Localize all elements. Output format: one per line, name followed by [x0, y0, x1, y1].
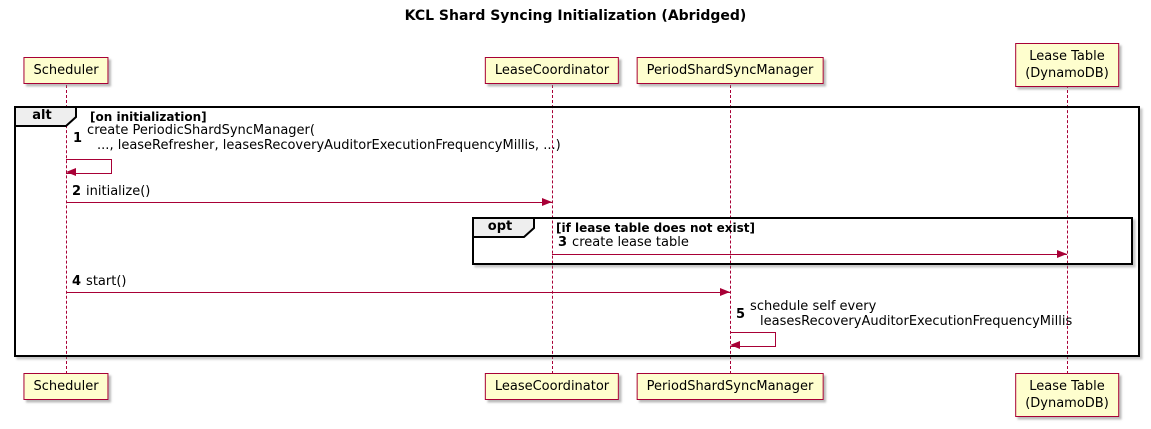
participant-label: Scheduler: [33, 379, 99, 394]
lifeline-lease-table: [1066, 85, 1068, 374]
opt-frame-label: opt: [472, 217, 536, 238]
message-2: 2 initialize(): [72, 184, 150, 199]
message-3: 3 create lease table: [558, 235, 689, 250]
message-4-text: start(): [86, 274, 127, 289]
message-1: 1 create PeriodicShardSyncManager( ..., …: [73, 123, 561, 153]
participant-label-line2: (DynamoDB): [1025, 396, 1109, 411]
lifeline-period-shard-sync-manager: [729, 85, 731, 374]
participant-period-shard-sync-manager-top: PeriodShardSyncManager: [636, 57, 824, 84]
message-1-text: create PeriodicShardSyncManager( ..., le…: [87, 123, 561, 153]
opt-frame: opt [if lease table does not exist]: [472, 217, 1133, 265]
message-5-number: 5: [736, 306, 746, 322]
alt-condition: [on initialization]: [90, 110, 207, 124]
self-arrow-1: [66, 159, 112, 174]
participant-lease-table-top: Lease Table (DynamoDB): [1015, 43, 1119, 87]
participant-lease-coordinator-bottom: LeaseCoordinator: [484, 373, 620, 400]
participant-scheduler-top: Scheduler: [23, 57, 109, 84]
participant-label: LeaseCoordinator: [494, 63, 610, 78]
message-4: 4 start(): [72, 274, 126, 289]
message-3-text: create lease table: [572, 235, 689, 250]
arrow-4-line: [66, 292, 730, 293]
alt-frame: alt [on initialization]: [14, 106, 1140, 357]
self-arrow-5: [730, 332, 776, 347]
self-arrow-5-head: [730, 341, 740, 349]
opt-operator: opt: [487, 219, 513, 234]
opt-condition: [if lease table does not exist]: [556, 221, 756, 235]
participant-period-shard-sync-manager-bottom: PeriodShardSyncManager: [636, 373, 824, 400]
message-3-number: 3: [558, 235, 568, 250]
participant-label: PeriodShardSyncManager: [646, 63, 814, 78]
participant-lease-table-bottom: Lease Table (DynamoDB): [1015, 373, 1119, 417]
message-4-number: 4: [72, 274, 82, 289]
participant-scheduler-bottom: Scheduler: [23, 373, 109, 400]
participant-label: Lease Table: [1029, 49, 1105, 64]
arrow-2-line: [66, 202, 552, 203]
participant-lease-coordinator-top: LeaseCoordinator: [484, 57, 620, 84]
participant-label: LeaseCoordinator: [494, 379, 610, 394]
participant-label: PeriodShardSyncManager: [646, 379, 814, 394]
message-2-number: 2: [72, 184, 82, 199]
message-2-text: initialize(): [86, 184, 151, 199]
lifeline-lease-coordinator: [551, 85, 553, 374]
arrow-2-head: [542, 198, 552, 206]
participant-label: Lease Table: [1029, 379, 1105, 394]
message-5-text: schedule self every leasesRecoveryAudito…: [750, 299, 1073, 329]
arrow-3-head: [1057, 250, 1067, 258]
message-1-number: 1: [73, 130, 83, 146]
alt-operator: alt: [32, 108, 52, 123]
frame-pentagon-icon: [14, 106, 77, 127]
lifeline-scheduler: [65, 85, 67, 374]
participant-label-line2: (DynamoDB): [1025, 66, 1109, 81]
alt-frame-label: alt: [14, 106, 78, 127]
message-5: 5 schedule self every leasesRecoveryAudi…: [736, 299, 1072, 329]
self-arrow-1-head: [66, 168, 76, 176]
arrow-4-head: [720, 288, 730, 296]
diagram-title: KCL Shard Syncing Initialization (Abridg…: [404, 8, 747, 24]
arrow-3-line: [552, 254, 1067, 255]
frame-pentagon-icon: [472, 217, 535, 238]
participant-label: Scheduler: [33, 63, 99, 78]
